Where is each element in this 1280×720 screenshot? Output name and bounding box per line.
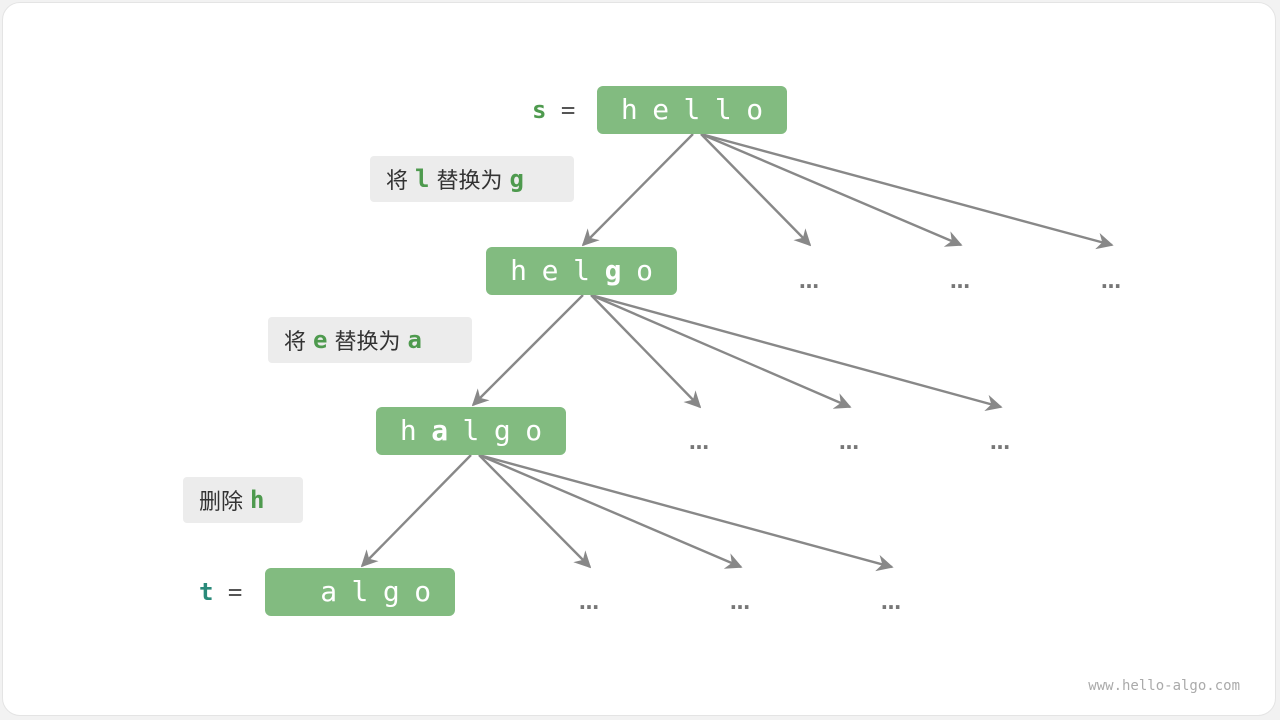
assign-sign: = [213,578,243,606]
edge-to-next-node [360,454,472,568]
edge-to-other-branch [700,132,963,247]
edge-to-other-branch [590,293,1003,412]
variable-t-label: t = [199,568,242,616]
op-to-char: g [509,165,524,193]
variable-s-label: s = [532,86,575,134]
operation-label-replace-l-g: 将 l 替换为 g [370,156,574,202]
node-char: l [683,93,701,126]
assign-sign: = [546,96,576,124]
node-char: h [620,93,638,126]
ellipsis-branch: … [579,590,599,614]
edge-to-other-branch [478,454,592,569]
node-char: h [510,254,527,287]
edge-to-other-branch [590,293,852,409]
node-char: l [351,575,369,608]
ellipsis-branch: … [1101,269,1121,293]
node-char-changed: g [604,254,622,287]
node-char: o [746,93,764,126]
ellipsis-branch: … [950,269,970,293]
operation-label-replace-e-a: 将 e 替换为 a [268,317,472,363]
variable-name: s [532,96,547,124]
op-middle: 替换为 [327,330,408,355]
node-char: o [414,575,432,608]
node-s-hello: h e l l o [597,86,787,134]
node-halgo: h a l g o [376,407,566,455]
edge-to-other-branch [478,453,743,569]
ellipsis-branch: … [990,430,1010,454]
node-char: l [714,93,732,126]
edge-to-next-node [471,294,584,407]
edge-to-other-branch [700,133,812,247]
op-middle: 替换为 [429,169,510,194]
node-char: e [652,93,670,126]
op-from-char: h [250,486,265,514]
node-t-algo: a l g o [265,568,455,616]
op-prefix: 将 [386,169,415,194]
op-from-char: l [415,165,430,193]
node-char: e [541,254,559,287]
node-char: l [462,414,480,447]
edge-to-other-branch [590,294,702,409]
node-helgo: h e l g o [486,247,677,295]
op-to-char: a [407,326,422,354]
node-char: h [399,414,417,447]
node-char: g [382,575,400,608]
ellipsis-branch: … [730,590,750,614]
op-prefix: 删除 [199,490,250,515]
node-char: o [525,414,543,447]
ellipsis-branch: … [839,430,859,454]
op-from-char: e [313,326,328,354]
node-char: o [636,254,653,287]
node-char: a [320,575,338,608]
node-char: g [493,414,511,447]
edge-to-next-node [581,133,694,247]
ellipsis-branch: … [881,590,901,614]
ellipsis-branch: … [689,430,709,454]
edge-to-other-branch [478,453,894,572]
node-char-changed: a [431,414,449,447]
edge-to-other-branch [700,132,1114,250]
operation-label-delete-h: 删除 h [183,477,303,523]
variable-name: t [199,578,214,606]
node-char: l [573,254,590,287]
op-prefix: 将 [284,330,313,355]
ellipsis-branch: … [799,269,819,293]
watermark: www.hello-algo.com [1088,678,1240,694]
